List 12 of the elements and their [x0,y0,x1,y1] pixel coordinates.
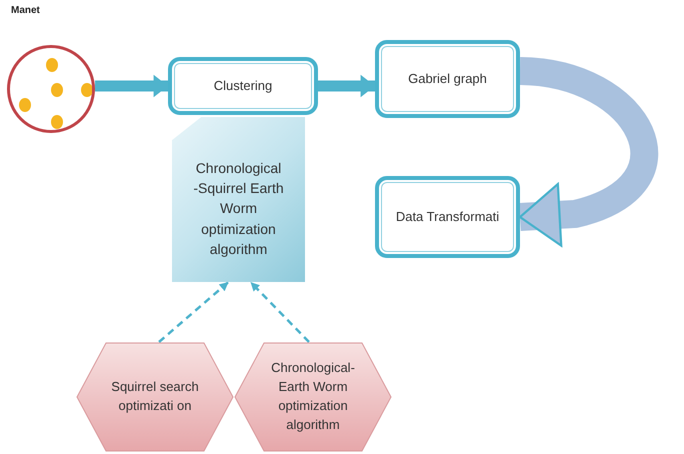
block-arrow [95,74,168,98]
node-label: Gabriel graph [408,70,487,88]
node-label: Chronological -Squirrel Earth Worm optimization algorithm [192,158,285,259]
dashed-arrow [158,281,230,343]
node-label: Squirrel search optimizati on [110,378,200,415]
block-arrow [318,74,375,98]
network-label: Manet [11,5,40,16]
node-label: Clustering [214,76,272,95]
dashed-arrow [250,281,310,343]
node-label: Data Transformati [396,208,500,226]
node-label: Chronological- Earth Worm optimization algorithm [270,359,356,434]
curved-arrow [518,57,658,247]
